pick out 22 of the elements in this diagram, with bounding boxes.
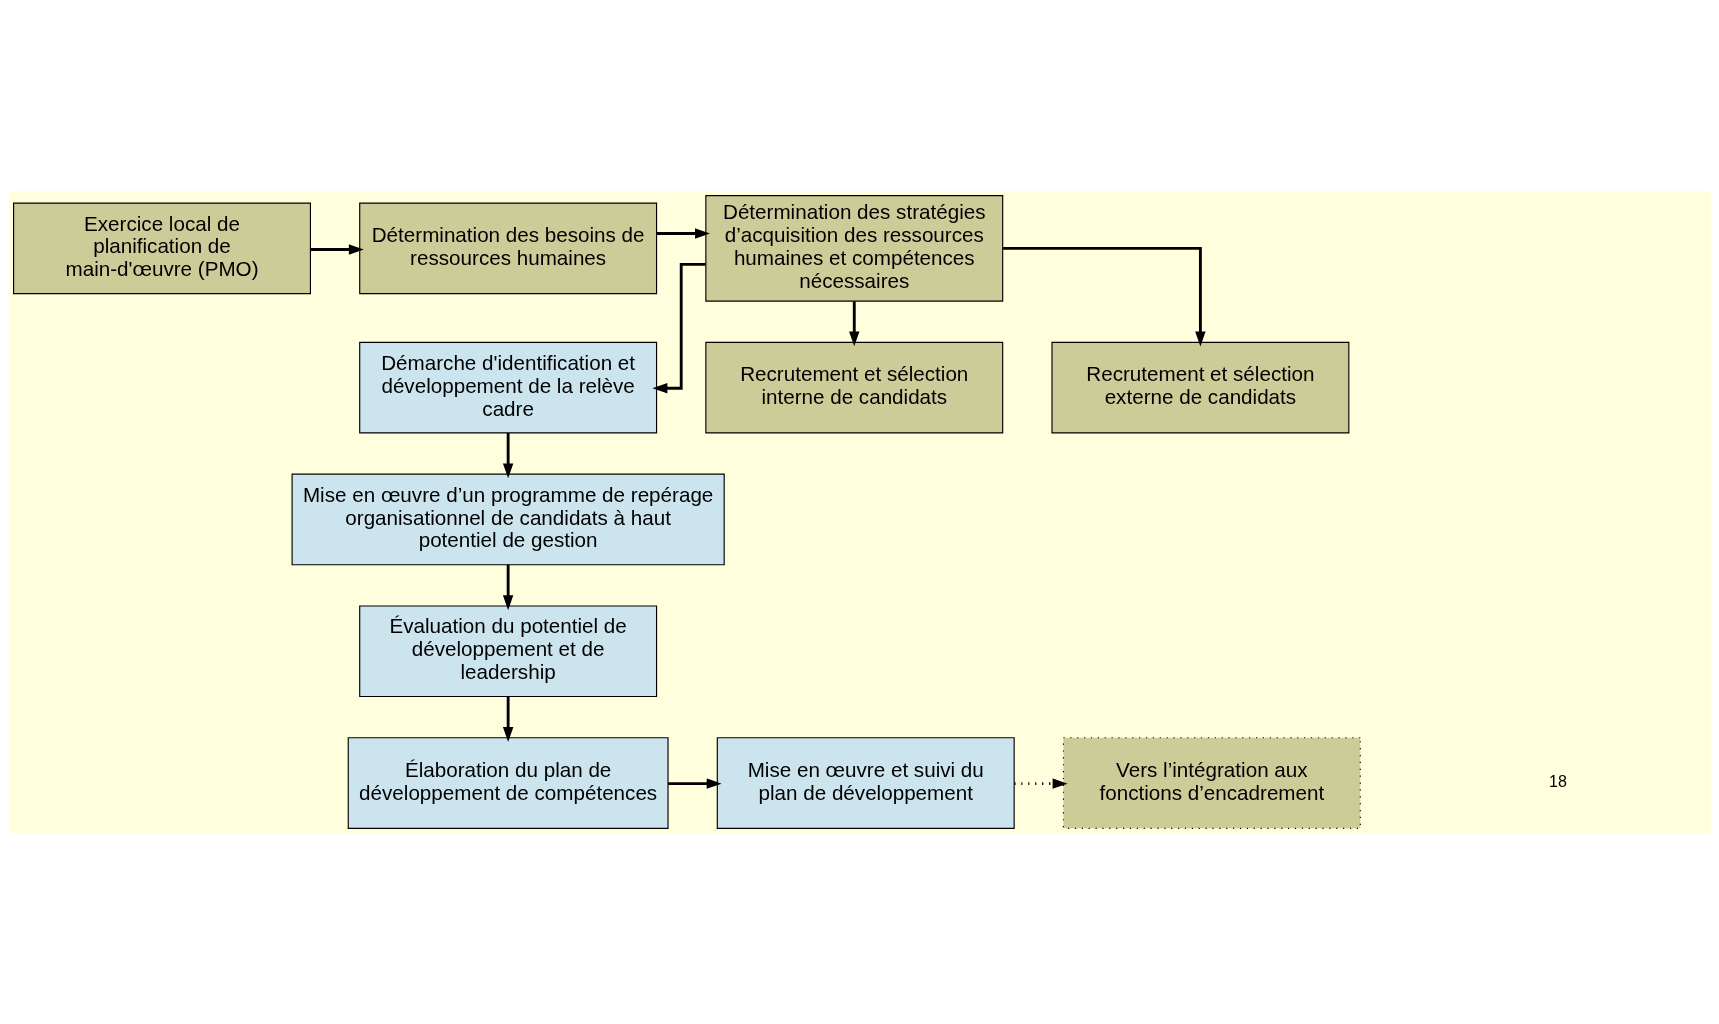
arrow	[502, 433, 513, 479]
label: 18	[1548, 772, 1567, 791]
node-box: Exercice local de planification de main-d'œuvre (PMO)	[12, 202, 311, 295]
node-box: Recrutement et sélection externe de candidats	[1050, 341, 1349, 434]
arrow	[651, 263, 706, 394]
node-box: Détermination des besoins de ressources humaines	[358, 202, 657, 295]
arrow	[656, 228, 710, 239]
arrow	[848, 301, 859, 347]
node-box: Mise en œuvre d’un programme de repérage organisationnel de candidats à haut potentiel de gestion	[291, 473, 725, 566]
node-box: Évaluation du potentiel de développement et de leadership	[358, 605, 657, 698]
arrow	[502, 696, 513, 742]
arrow	[310, 244, 364, 255]
node-box: Mise en œuvre et suivi du plan de développement	[716, 737, 1015, 829]
arrow	[1014, 778, 1068, 789]
node-box: Élaboration du plan de développement de compétences	[347, 737, 669, 829]
node-box: Recrutement et sélection interne de candidats	[704, 341, 1003, 434]
node-box: Vers l’intégration aux fonctions d’encadrement	[1062, 737, 1361, 829]
arrow	[1002, 246, 1206, 347]
arrow	[502, 564, 513, 611]
node-box: Détermination des stratégies d’acquisition des ressources humaines et compétences nécessaires	[704, 195, 1003, 302]
arrow	[667, 778, 722, 789]
node-box: Démarche d'identification et développement de la relève cadre	[358, 341, 657, 434]
